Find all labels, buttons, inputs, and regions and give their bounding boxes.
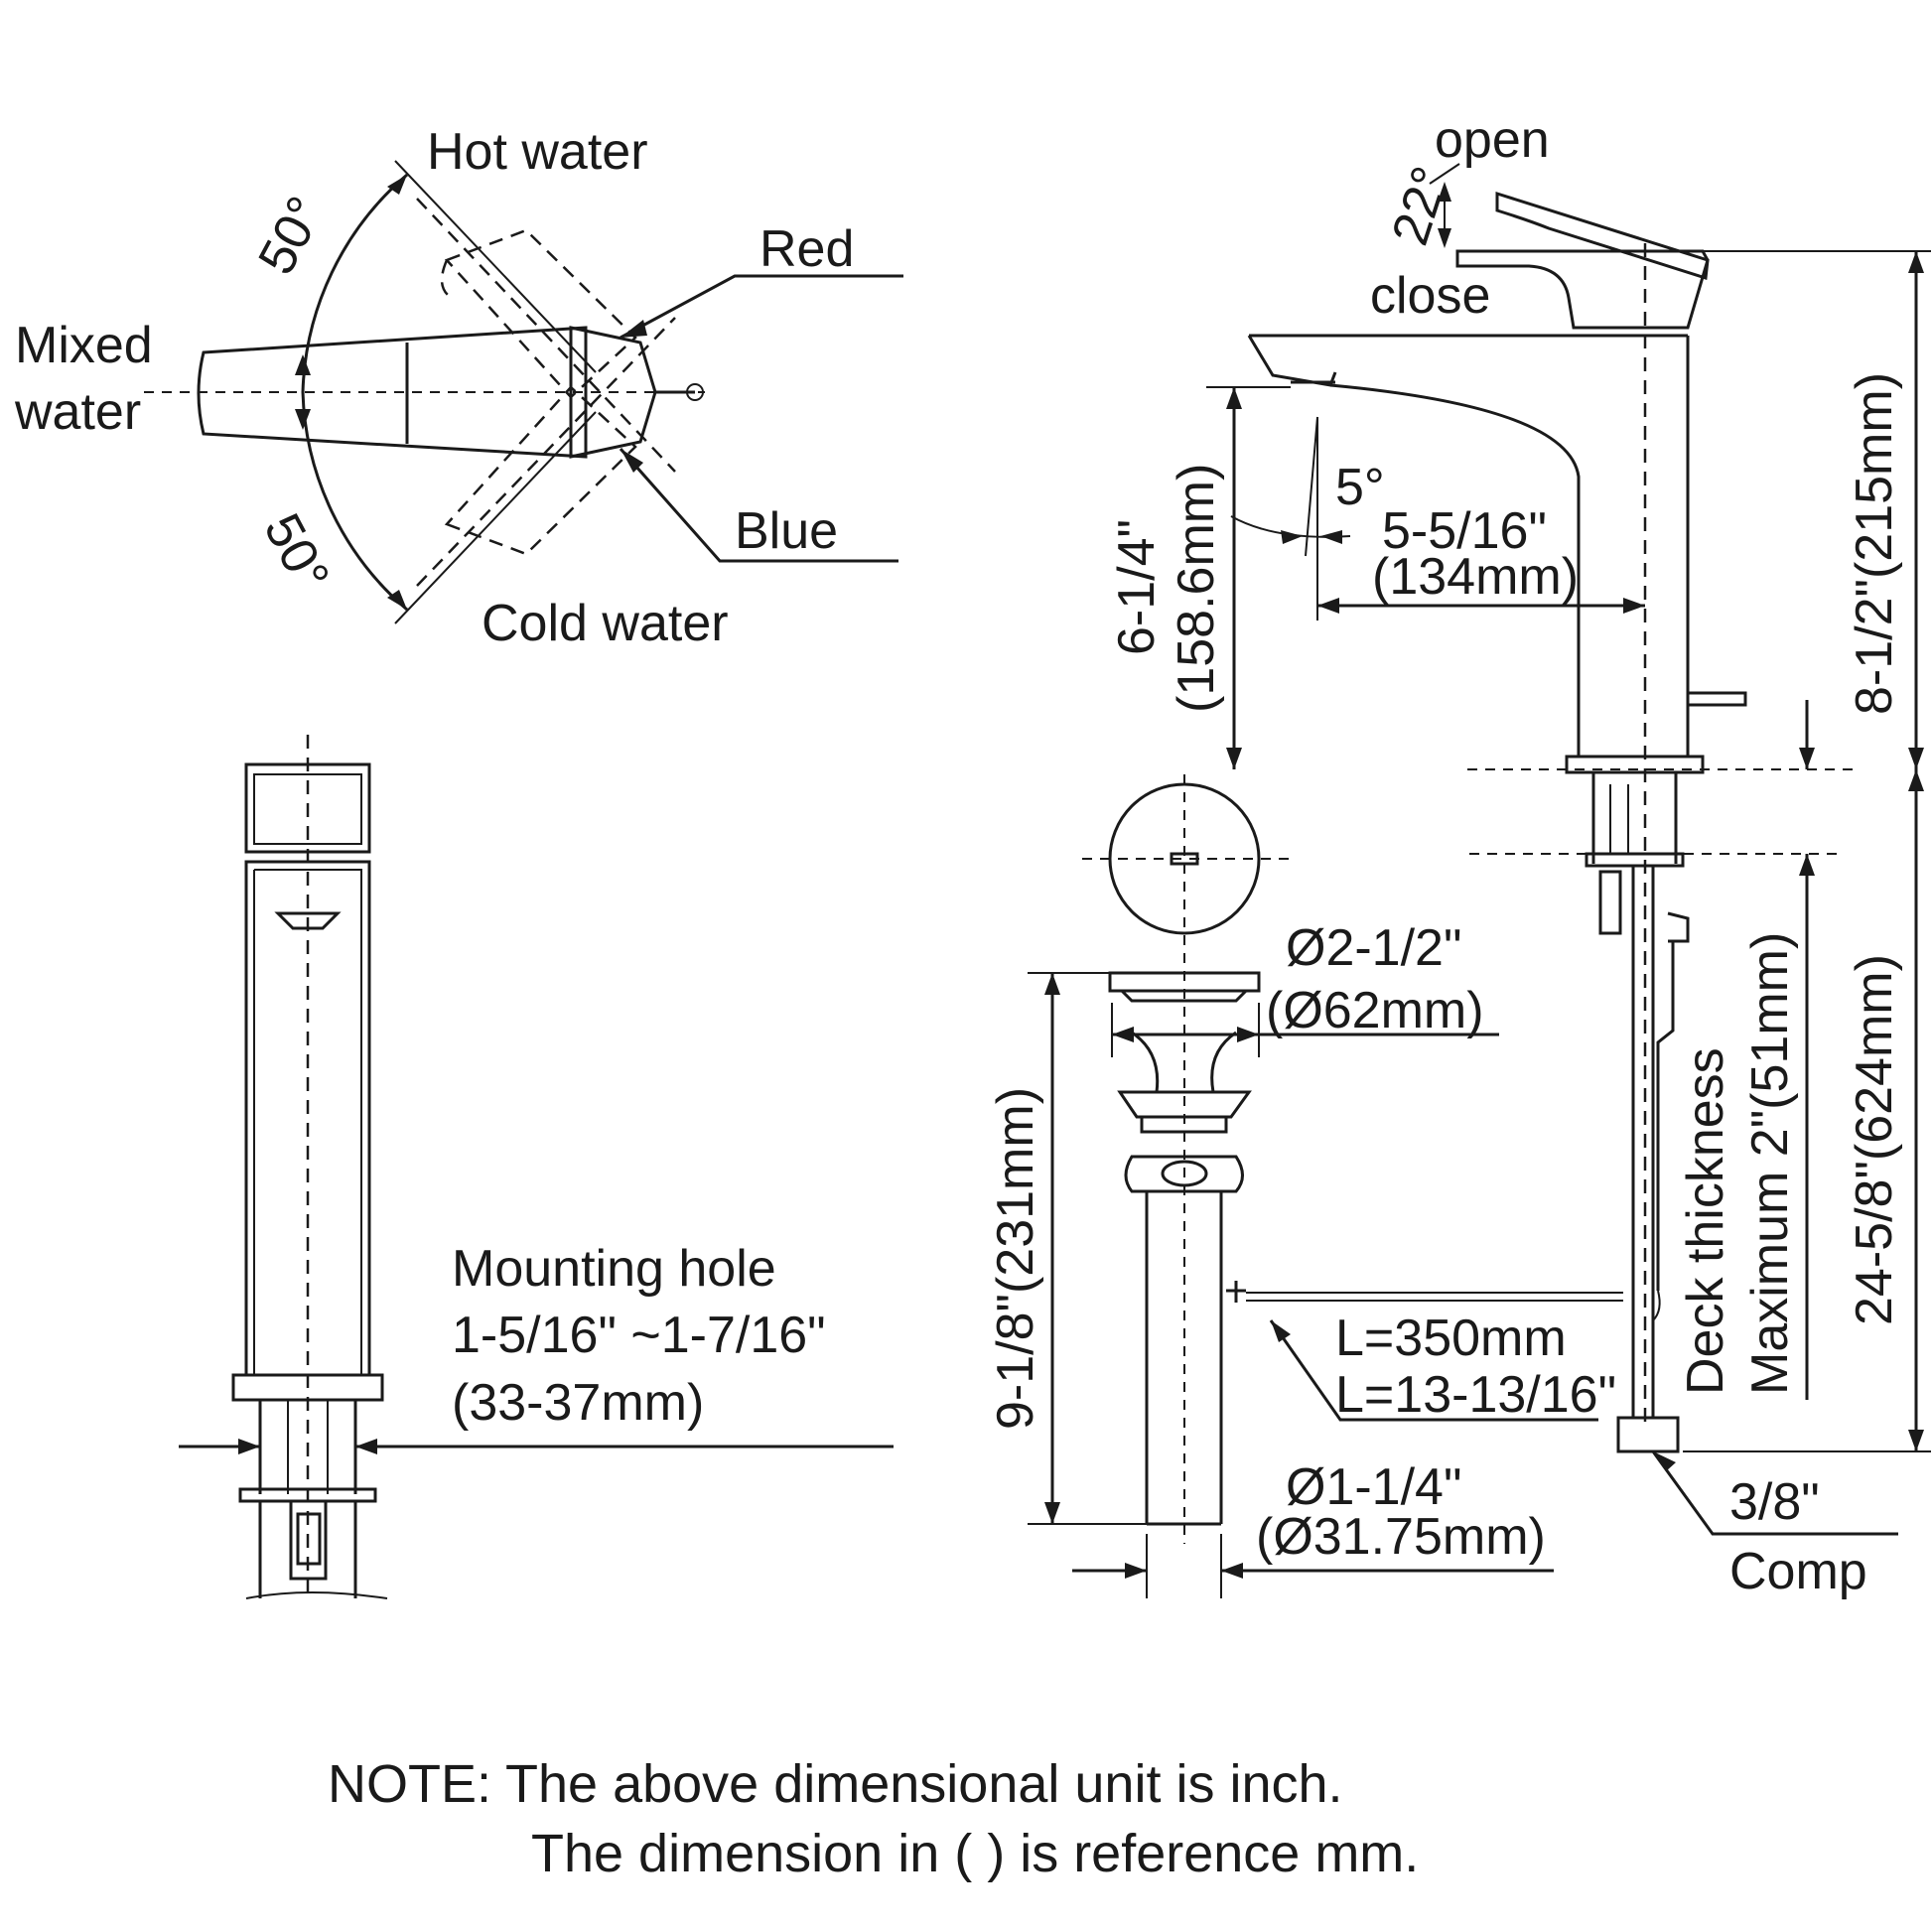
supply-length-label: 24-5/8"(624mm) <box>1846 954 1903 1325</box>
drain-dia-inch: Ø2-1/2" <box>1286 919 1461 977</box>
blue-label: Blue <box>735 502 838 560</box>
cold-angle-label: 50° <box>252 504 340 601</box>
conn-type-label: Comp <box>1729 1543 1867 1600</box>
tail-dia-inch: Ø1-1/4" <box>1286 1458 1461 1516</box>
handle-top-view <box>144 160 903 624</box>
drain-height-label: 9-1/8"(231mm) <box>987 1087 1044 1430</box>
spout-angle-label: 5° <box>1335 459 1385 516</box>
faucet-side-view <box>1028 163 1931 1598</box>
close-label: close <box>1370 267 1490 325</box>
rod-length-inch: L=13-13/16" <box>1335 1366 1616 1424</box>
faucet-front-view <box>179 735 894 1599</box>
spout-height-mm: (158.6mm) <box>1168 464 1225 713</box>
drain-dia-mm: (Ø62mm) <box>1266 982 1484 1039</box>
note-line-1: NOTE: The above dimensional unit is inch… <box>328 1754 1343 1814</box>
spout-reach-inch: 5-5/16" <box>1382 502 1547 560</box>
mounting-hole-title: Mounting hole <box>452 1240 776 1298</box>
mounting-hole-inch: 1-5/16" ~1-7/16" <box>452 1307 826 1364</box>
tail-dia-mm: (Ø31.75mm) <box>1256 1508 1546 1566</box>
mounting-hole-mm: (33-37mm) <box>452 1374 704 1432</box>
rod-length-mm: L=350mm <box>1335 1310 1567 1367</box>
conn-size-label: 3/8" <box>1729 1473 1820 1531</box>
spout-height-inch: 6-1/4" <box>1108 519 1166 655</box>
mixed-water-label-line2: water <box>14 383 141 441</box>
mixed-water-label-line1: Mixed <box>15 317 153 374</box>
deck-max-label: Maximum 2"(51mm) <box>1741 932 1799 1395</box>
deck-thickness-label: Deck thickness <box>1677 1047 1734 1395</box>
total-height-label: 8-1/2"(215mm) <box>1846 372 1903 715</box>
red-label: Red <box>759 220 854 278</box>
hot-water-label: Hot water <box>427 123 648 181</box>
note-line-2: The dimension in ( ) is reference mm. <box>531 1824 1419 1883</box>
spout-reach-mm: (134mm) <box>1372 548 1579 606</box>
open-label: open <box>1435 111 1550 169</box>
handle-angle-label: 22° <box>1381 160 1459 252</box>
hot-angle-label: 50° <box>247 188 335 284</box>
cold-water-label: Cold water <box>482 595 729 652</box>
